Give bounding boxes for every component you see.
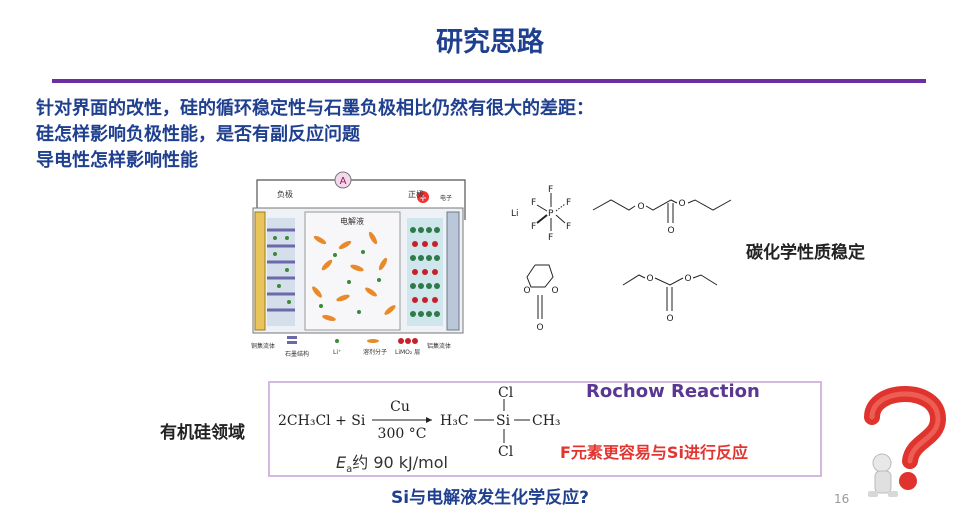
ethylene-carbonate-structure	[526, 264, 554, 319]
carbonate-stability-text: 碳化学性质稳定	[746, 243, 865, 263]
svg-text:O: O	[551, 286, 558, 296]
svg-text:O: O	[637, 202, 644, 212]
product-methyl-left: H₃C	[440, 413, 469, 429]
copper-collector	[254, 211, 266, 331]
svg-text:O: O	[667, 226, 674, 236]
limo2-label: LiMO₂ 层	[395, 349, 420, 356]
intro-line-1: 针对界面的改性，硅的循环稳定性与石墨负极相比仍然有很大的差距：	[36, 98, 594, 119]
page-number: 16	[834, 492, 850, 506]
slide-title: 研究思路	[436, 27, 544, 58]
intro-text: 针对界面的改性，硅的循环稳定性与石墨负极相比仍然有很大的差距： 硅怎样影响负极性…	[36, 96, 594, 174]
svg-text:O: O	[523, 286, 530, 296]
svg-text:+: +	[419, 193, 427, 204]
cathode-layers	[407, 218, 443, 326]
graphite-anode	[267, 218, 295, 326]
battery-diagram: A + 负极 正极 电子 电解液	[251, 171, 466, 358]
diethyl-carbonate-structure	[592, 199, 732, 223]
li-ion-icon	[335, 339, 339, 343]
ammeter-label: A	[340, 176, 347, 187]
fluorine-reaction-note: F元素更容易与Si进行反应	[560, 443, 748, 462]
rochow-reaction-equation: 2CH₃Cl + Si Cu 300 °C H₃C Si CH₃ Cl Cl	[278, 385, 561, 459]
catalyst: Cu	[390, 399, 410, 415]
question-mark-figure-icon	[864, 386, 947, 497]
svg-text:F: F	[548, 185, 553, 195]
negative-electrode-label: 负极	[277, 189, 293, 199]
svg-text:O: O	[536, 323, 543, 333]
svg-text:F: F	[566, 198, 571, 208]
svg-text:F: F	[531, 222, 536, 232]
rochow-reaction-label: Rochow Reaction	[586, 381, 760, 402]
molecule-structures: Li P F F F F F F O O O O O O O	[511, 185, 732, 333]
svg-text:P: P	[548, 209, 554, 219]
solvent-label: 溶剂分子	[363, 348, 387, 356]
graphite-structure-label: 石墨结构	[285, 350, 309, 358]
svg-text:F: F	[566, 222, 571, 232]
electrolyte-label: 电解液	[340, 216, 364, 226]
chlorine-bottom: Cl	[498, 444, 514, 459]
reaction-box	[268, 381, 822, 477]
svg-text:O: O	[684, 274, 691, 284]
electron-label: 电子	[440, 194, 452, 202]
svg-text:O: O	[666, 314, 673, 324]
electrolyte-region	[304, 211, 401, 331]
plus-terminal-icon	[417, 191, 429, 203]
li-ion-label: Li⁺	[333, 349, 341, 356]
title-divider	[52, 79, 926, 83]
svg-text:F: F	[548, 233, 553, 243]
aluminum-collector	[446, 211, 460, 331]
temperature: 300 °C	[378, 426, 427, 442]
research-question: Si与电解液发生化学反应?	[391, 488, 589, 508]
svg-text:O: O	[646, 274, 653, 284]
solvent-molecules	[312, 231, 396, 322]
intro-line-2: 硅怎样影响负极性能，是否有副反应问题	[36, 124, 360, 145]
chlorine-top: Cl	[498, 385, 514, 401]
positive-electrode-label: 正极	[408, 189, 424, 199]
product-silicon: Si	[496, 413, 511, 429]
reactants: 2CH₃Cl + Si	[278, 413, 366, 429]
intro-line-3: 导电性怎样影响性能	[36, 150, 198, 171]
product-methyl-right: CH₃	[532, 413, 561, 429]
organosilicon-label: 有机硅领域	[160, 423, 245, 443]
svg-text:O: O	[678, 199, 685, 209]
aluminum-collector-label: 铝集流体	[427, 342, 451, 350]
copper-collector-label: 铜集流体	[251, 342, 275, 350]
svg-text:Li: Li	[511, 209, 519, 219]
ammeter-icon	[334, 171, 352, 189]
activation-energy: Ea约 90 kJ/mol	[336, 453, 448, 476]
solvent-icon	[367, 339, 379, 343]
lipf6-structure: Li P F F F F F F	[511, 185, 571, 243]
dimethyl-carbonate-structure	[622, 274, 718, 311]
svg-text:F: F	[531, 198, 536, 208]
